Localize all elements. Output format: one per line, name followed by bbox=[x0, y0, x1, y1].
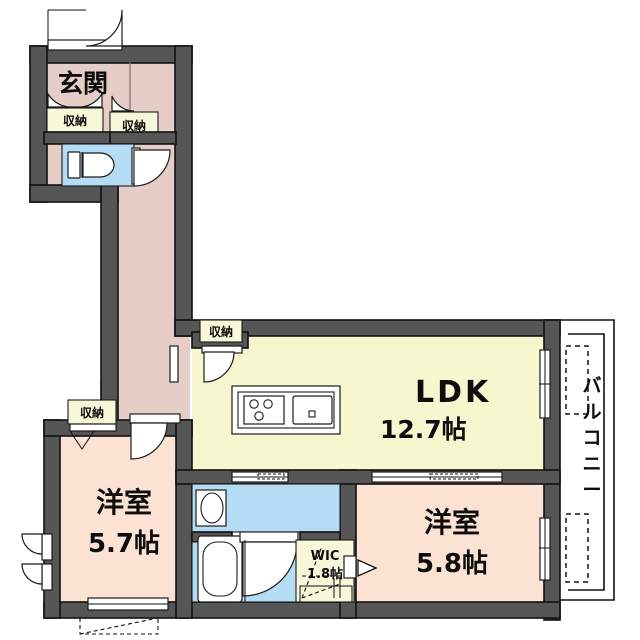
bedroom-left-door-opening[interactable] bbox=[129, 413, 181, 424]
washroom-vent bbox=[257, 473, 285, 480]
bedroom-right-group: 洋室 5.8帖 bbox=[371, 471, 551, 581]
balcony-group: バ ル コ ニ ー bbox=[560, 319, 615, 601]
wall-closet2-base bbox=[109, 131, 177, 145]
bedroom-left-door-swing[interactable] bbox=[130, 422, 168, 460]
bedroom-right-fill bbox=[356, 484, 558, 616]
bedroom-left-window-2-swing[interactable] bbox=[21, 563, 43, 585]
toilet-group bbox=[61, 143, 171, 187]
wall-corridor-right bbox=[174, 45, 193, 337]
genkan-group: 玄関 収納 収納 bbox=[43, 9, 177, 148]
ldk-entry-door-opening[interactable] bbox=[169, 345, 179, 383]
closet-bedroom-box bbox=[67, 399, 117, 425]
closet-entry-1-label: 収納 bbox=[63, 113, 87, 128]
entry-door-swing[interactable] bbox=[85, 9, 123, 47]
bedroom-left-window-1-swing[interactable] bbox=[21, 533, 43, 555]
balcony-inner-outline bbox=[568, 333, 605, 591]
bedroom-left-area-label: 5.7帖 bbox=[88, 529, 160, 559]
sink bbox=[292, 395, 333, 425]
toilet-bowl bbox=[82, 152, 115, 178]
balcony-char-3: コ bbox=[582, 427, 601, 449]
bedroom-left-awning bbox=[79, 618, 159, 635]
bedroom-left-group: 収納 洋室 5.7帖 bbox=[21, 399, 181, 635]
closet-ldk-door-swing[interactable] bbox=[203, 351, 235, 383]
wall-toilet-top bbox=[43, 131, 111, 145]
kitchen-counter-inner bbox=[237, 391, 335, 429]
stove-burner-1 bbox=[249, 399, 259, 409]
balcony-char-2: ル bbox=[582, 401, 601, 423]
wic-name-label: WIC bbox=[311, 549, 340, 564]
closet-bedroom-label: 収納 bbox=[80, 405, 104, 420]
wall-entry-left bbox=[29, 45, 48, 203]
bedroom-left-name-label: 洋室 bbox=[96, 486, 152, 519]
stove-burner-3 bbox=[254, 411, 264, 421]
closet-ldk-label: 収納 bbox=[209, 324, 233, 339]
balcony-door-swing-bed-dashed bbox=[565, 513, 589, 583]
bath-door-opening[interactable] bbox=[239, 531, 299, 543]
bedroom-right-name-label: 洋室 bbox=[424, 506, 480, 539]
wall-corridor-left bbox=[100, 184, 119, 436]
closet-entry-2-label: 収納 bbox=[122, 118, 146, 133]
wic-door-arrow[interactable] bbox=[357, 558, 378, 578]
balcony-door-swing-ldk-dashed bbox=[565, 345, 589, 415]
closet-entry-1-door-right[interactable] bbox=[74, 91, 103, 108]
wic-area-label: 1.8帖 bbox=[307, 566, 343, 582]
closet-entry-2-door[interactable] bbox=[111, 95, 135, 112]
wic-door-opening[interactable] bbox=[343, 555, 357, 579]
wic-group: WIC 1.8帖 bbox=[295, 539, 378, 603]
balcony-char-5: ー bbox=[582, 479, 601, 501]
bedroom-left-window-1[interactable] bbox=[41, 533, 53, 561]
closet-bedroom-door-opening[interactable] bbox=[69, 423, 117, 432]
balcony-char-1: バ bbox=[582, 375, 601, 397]
balcony-label: バ ル コ ニ ー bbox=[582, 375, 601, 501]
balcony-char-4: ニ bbox=[582, 453, 601, 475]
bedroom-left-awning-diagonal bbox=[79, 617, 159, 635]
wic-guide-1 bbox=[301, 545, 323, 599]
balcony-outline bbox=[560, 319, 615, 601]
wic-shelf bbox=[299, 585, 353, 603]
ldk-area-label: 12.7帖 bbox=[380, 415, 467, 444]
bedroom-left-window-2[interactable] bbox=[41, 563, 53, 591]
stove bbox=[243, 395, 285, 425]
washbasin-bowl bbox=[200, 492, 224, 524]
genkan-label: 玄関 bbox=[58, 69, 108, 98]
ldk-name-label: LDK bbox=[415, 375, 491, 410]
toilet-tank bbox=[67, 151, 81, 179]
stove-burner-2 bbox=[263, 399, 273, 409]
bedroom-left-fill bbox=[60, 422, 188, 616]
bathtub-surround bbox=[197, 535, 243, 603]
sink-drain bbox=[308, 410, 316, 418]
bedroom-right-area-label: 5.8帖 bbox=[416, 549, 488, 579]
closet-bedroom-door-fold[interactable] bbox=[69, 430, 95, 450]
closet-entry-1-box bbox=[46, 107, 104, 133]
ldk-group: 収納 LDK 12.7帖 bbox=[169, 319, 551, 444]
closet-ldk-box bbox=[199, 319, 243, 343]
wall-bedroom-left-right bbox=[175, 419, 193, 619]
toilet-door-swing[interactable] bbox=[133, 149, 171, 187]
bedroom-right-window-vent bbox=[429, 473, 479, 480]
bathtub bbox=[202, 541, 238, 597]
